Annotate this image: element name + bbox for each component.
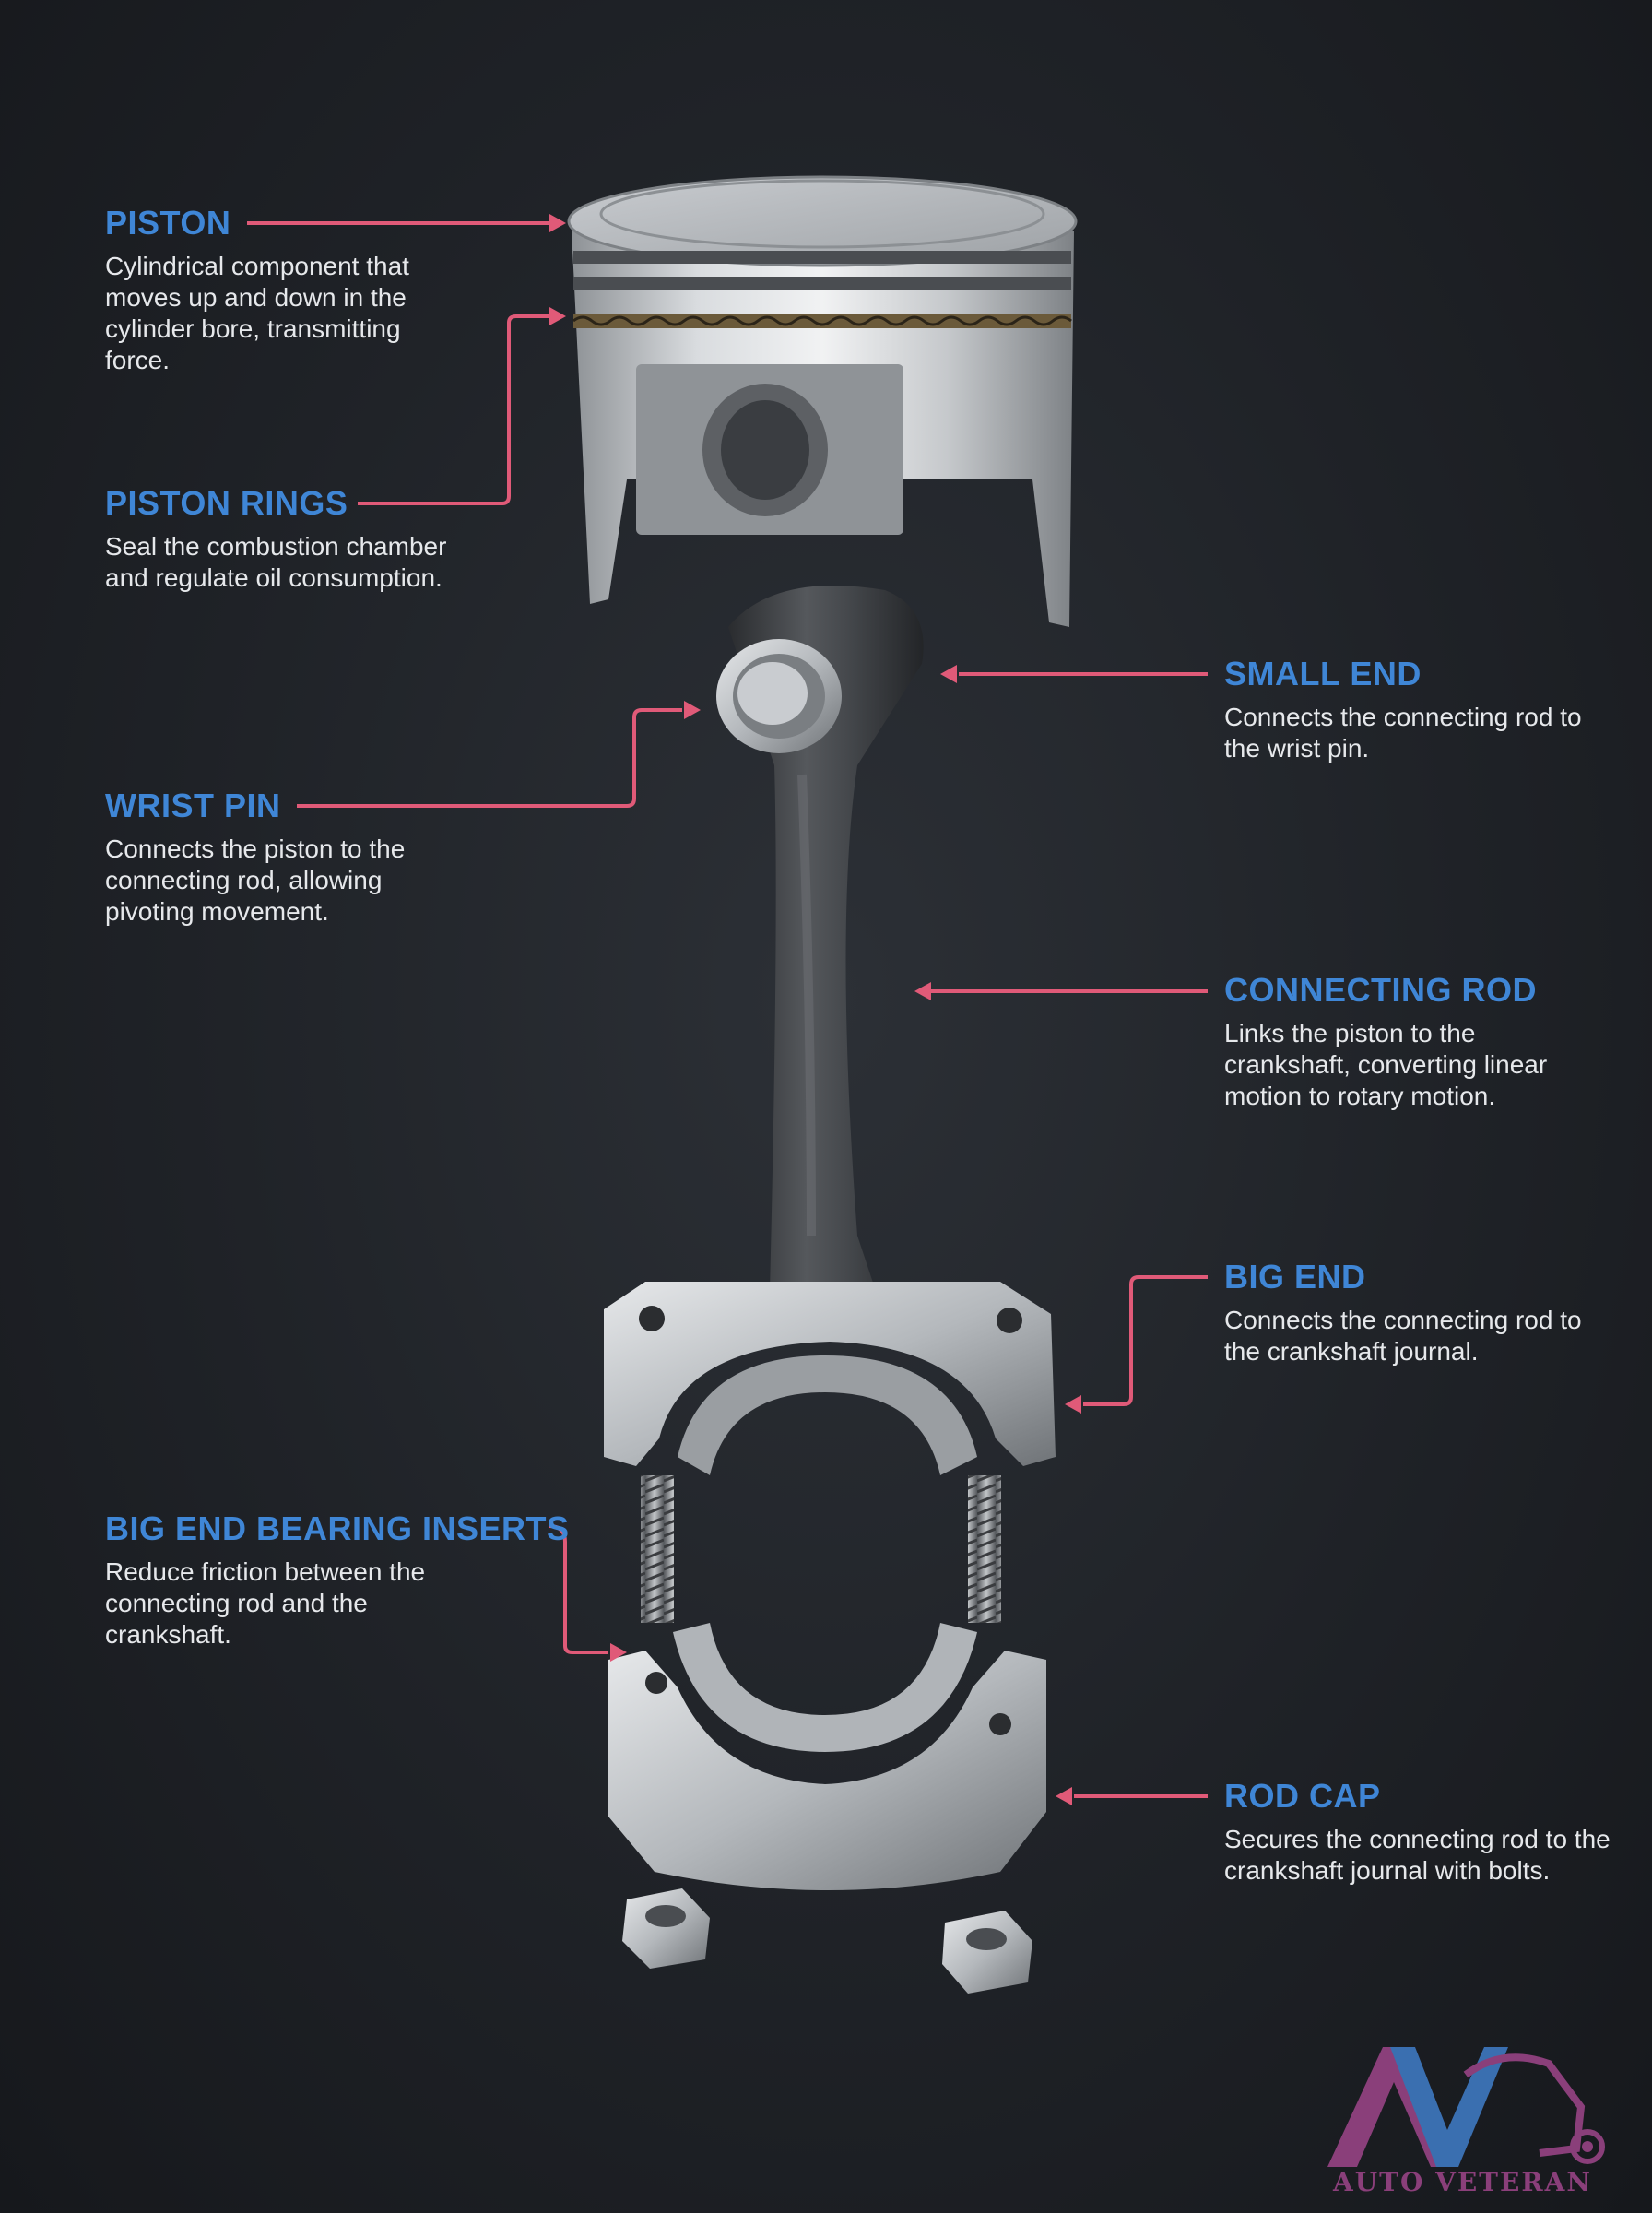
callout-big-end: BIG END Connects the connecting rod to t… xyxy=(1224,1259,1611,1367)
arrowhead-rod-cap xyxy=(1056,1787,1072,1805)
callout-description: Reduce friction between the connecting r… xyxy=(105,1557,426,1649)
leader-arrowheads xyxy=(549,214,1081,1805)
arrowhead-big-end-bearing-inserts xyxy=(610,1643,627,1662)
leader-big-end xyxy=(1083,1275,1208,1406)
callout-description: Links the piston to the crankshaft, conv… xyxy=(1224,1019,1548,1110)
callout-title: SMALL END xyxy=(1224,655,1422,692)
callout-title: BIG END xyxy=(1224,1258,1366,1296)
callout-title: PISTON RINGS xyxy=(105,484,348,522)
arrowhead-connecting-rod xyxy=(914,982,931,1000)
callout-small-end: SMALL END Connects the connecting rod to… xyxy=(1224,656,1593,764)
leader-lines xyxy=(247,221,1208,1798)
callout-rod-cap: ROD CAP Secures the connecting rod to th… xyxy=(1224,1778,1611,1887)
callout-title: PISTON xyxy=(105,204,231,242)
arrowhead-piston xyxy=(549,214,566,232)
callout-connecting-rod: CONNECTING ROD Links the piston to the c… xyxy=(1224,972,1593,1112)
callout-description: Connects the piston to the connecting ro… xyxy=(105,834,406,926)
callout-wrist-pin: WRIST PIN Connects the piston to the con… xyxy=(105,787,455,928)
arrowhead-small-end xyxy=(940,665,957,683)
bolt-right xyxy=(968,1475,1001,1623)
callout-piston-rings: PISTON RINGS Seal the combustion chamber… xyxy=(105,485,474,594)
piston-shape xyxy=(567,175,1078,627)
arrowhead-wrist-pin xyxy=(684,701,701,719)
av-car-logo-icon xyxy=(1328,2047,1605,2167)
callout-description: Cylindrical component that moves up and … xyxy=(105,252,409,374)
callout-title: WRIST PIN xyxy=(105,787,281,824)
nut-right xyxy=(942,1911,1032,1994)
callout-piston: PISTON Cylindrical component that moves … xyxy=(105,205,455,376)
nut-left xyxy=(622,1888,710,1969)
callout-description: Connects the connecting rod to the crank… xyxy=(1224,1306,1582,1366)
callout-description: Connects the connecting rod to the wrist… xyxy=(1224,703,1582,763)
leader-wrist-pin xyxy=(297,708,682,808)
rod-cap-shape xyxy=(608,1651,1046,1890)
callout-title: BIG END BEARING INSERTS xyxy=(105,1509,570,1547)
callout-description: Seal the combustion chamber and regulate… xyxy=(105,532,447,592)
logo-wordmark: AUTO VETERAN xyxy=(1333,2167,1592,2197)
callout-title: ROD CAP xyxy=(1224,1777,1381,1815)
arrowhead-piston-rings xyxy=(549,307,566,325)
leader-piston-rings xyxy=(358,314,553,505)
callout-title: CONNECTING ROD xyxy=(1224,971,1537,1009)
callout-big-end-bearing-inserts: BIG END BEARING INSERTS Reduce friction … xyxy=(105,1509,570,1651)
bolt-left xyxy=(641,1475,674,1623)
callout-description: Secures the connecting rod to the cranks… xyxy=(1224,1825,1611,1885)
connecting-rod-shape xyxy=(604,586,1056,1475)
lower-bearing-insert-shape xyxy=(673,1623,977,1752)
arrowhead-big-end xyxy=(1065,1395,1081,1414)
leader-big-end-bearing-inserts xyxy=(549,1524,608,1654)
